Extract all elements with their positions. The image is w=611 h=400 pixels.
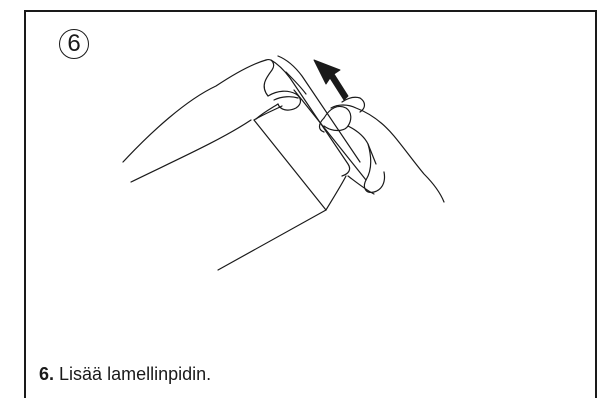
instruction-panel: 6 — [24, 10, 597, 398]
hands-illustration — [26, 12, 599, 400]
step-caption: 6. Lisää lamellinpidin. — [39, 363, 211, 385]
left-hand — [123, 60, 301, 182]
paper-bag — [218, 90, 366, 270]
insert-arrow-icon — [314, 60, 348, 100]
step-text: Lisää lamellinpidin. — [59, 364, 211, 384]
step-number: 6. — [39, 364, 54, 384]
